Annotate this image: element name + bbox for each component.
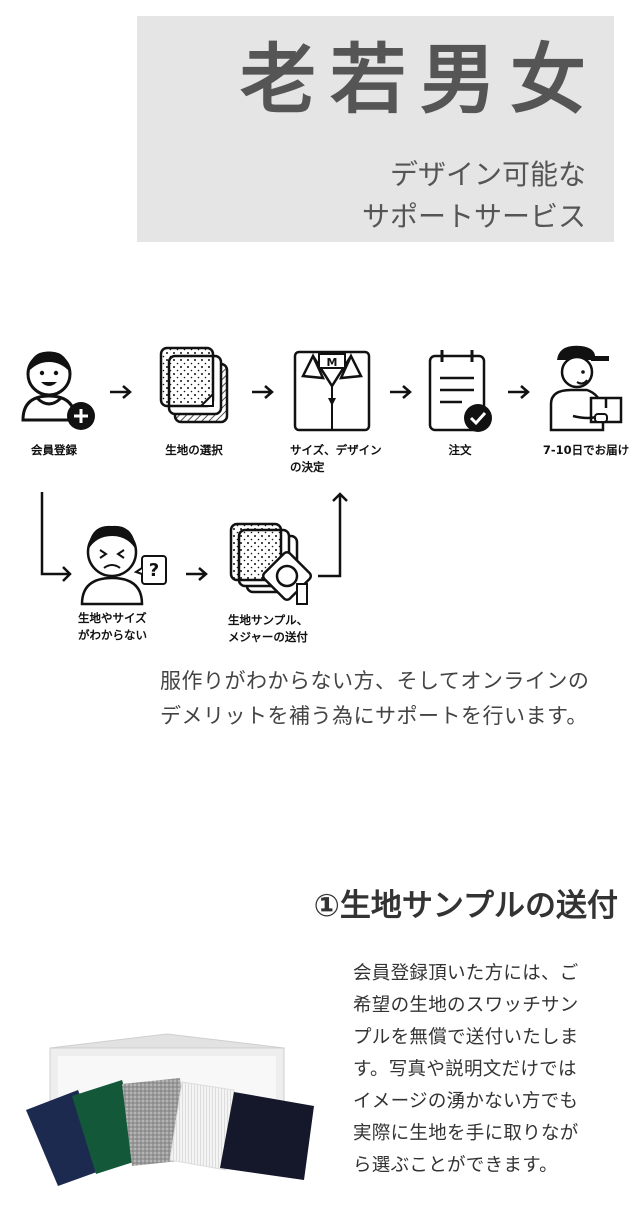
member-add-icon — [21, 351, 95, 430]
flow-substep-label-line2: がわからない — [78, 628, 147, 642]
hero-banner: 老若男女 デザイン可能な サポートサービス — [137, 16, 614, 242]
flow-substep-confused: ? 生地やサイズ がわからない — [70, 516, 174, 644]
fabric-swatch-icon — [159, 346, 229, 424]
shirt-size-letter: M — [327, 356, 338, 369]
branch-arrow-icon — [40, 492, 72, 582]
section-body-line: 会員登録頂いた方には、ご — [353, 963, 579, 984]
arrow-right-icon — [252, 385, 274, 399]
hero-subtitle-line2: サポートサービス — [361, 200, 586, 233]
hero-subtitle: デザイン可能な サポートサービス — [362, 154, 586, 238]
service-description: 服作りがわからない方、そしてオンラインの デメリットを補う為にサポートを行います… — [160, 664, 630, 734]
sample-measure-icon — [229, 522, 313, 605]
flow-step-label: 会員登録 — [31, 443, 77, 457]
return-arrow-icon — [318, 492, 348, 578]
flow-step-label: サイズ、デザイン — [290, 443, 382, 457]
shirt-size-icon: M — [293, 350, 371, 432]
hero-title: 老若男女 — [240, 35, 600, 124]
flow-step-size-design: M サイズ、デザイン の決定 — [282, 346, 382, 476]
section-body-line: す。写真や説明文だけでは — [353, 1059, 577, 1080]
swatch-navy — [26, 1090, 108, 1186]
section-body-line: 実際に生地を手に取りなが — [353, 1123, 579, 1144]
fabric-samples-image — [26, 1033, 314, 1186]
flow-substep-samples: 生地サンプル、 メジャーの送付 — [218, 520, 322, 646]
flow-substep-label: 生地サンプル、 — [228, 613, 309, 627]
flow-step-delivery: 7-10日でお届け — [536, 342, 636, 459]
flow-step-label: 生地の選択 — [165, 443, 223, 457]
service-description-line1: 服作りがわからない方、そしてオンラインの — [160, 669, 590, 693]
flow-step-label: 7-10日でお届け — [542, 443, 630, 457]
section-body-line: プルを無償で送付いたしま — [353, 1027, 579, 1048]
section-body-line: イメージの湧かない方でも — [353, 1091, 579, 1112]
order-checklist-icon — [428, 350, 492, 432]
flow-step-label-line2: の決定 — [290, 460, 325, 474]
swatch-gray — [122, 1078, 188, 1166]
arrow-right-icon — [390, 385, 412, 399]
section-body: 会員登録頂いた方には、ご 希望の生地のスワッチサン プルを無償で送付いたしま す… — [353, 958, 615, 1182]
arrow-right-icon — [508, 385, 530, 399]
swatch-white — [169, 1081, 235, 1171]
service-description-line2: デメリットを補う為にサポートを行います。 — [160, 704, 588, 728]
question-mark: ? — [149, 560, 159, 581]
section-body-line: 希望の生地のスワッチサン — [353, 995, 579, 1016]
section-body-line: ら選ぶことができます。 — [353, 1155, 558, 1176]
flow-step-label: 注文 — [448, 443, 472, 457]
delivery-person-icon — [549, 345, 623, 432]
arrow-right-icon — [110, 385, 132, 399]
section-title: ①生地サンプルの送付 — [313, 888, 618, 924]
flow-step-register: 会員登録 — [8, 340, 100, 459]
flow-step-fabric: 生地の選択 — [146, 344, 242, 459]
flow-step-order: 注文 — [418, 346, 502, 459]
hero-subtitle-line1: デザイン可能な — [389, 158, 586, 191]
flow-substep-label-line2: メジャーの送付 — [228, 630, 308, 644]
arrow-right-icon — [186, 567, 208, 581]
confused-person-icon: ? — [80, 525, 167, 606]
flow-substep-label: 生地やサイズ — [78, 611, 147, 625]
swatch-black — [220, 1092, 314, 1180]
service-flow-diagram: 会員登録 生地の選択 — [0, 330, 640, 660]
